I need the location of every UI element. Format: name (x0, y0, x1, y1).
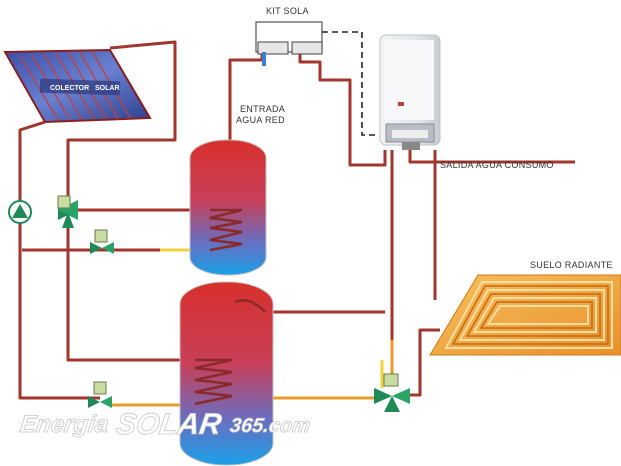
three-way-valve-left (57, 195, 78, 228)
panel-label-1: COLECTOR (50, 85, 89, 92)
watermark: Energia SOLAR 365.com (18, 408, 312, 442)
lower-tank (179, 281, 274, 466)
panel-label-2: SOLAR (95, 85, 120, 92)
three-way-valve-right (374, 373, 410, 412)
two-way-valve-lower (88, 381, 112, 408)
watermark-part3: 365.com (229, 415, 312, 437)
entrada-label-2: AGUA RED (236, 115, 285, 125)
entrada-label-1: ENTRADA (240, 104, 285, 114)
pump (8, 200, 32, 224)
watermark-part1: Energia (18, 411, 110, 438)
two-way-valve-upper (90, 229, 114, 254)
kit-solar-label: KIT SOLA (266, 6, 309, 16)
salida-label: SALIDA AGUA CONSUMO (440, 160, 554, 170)
kit-solar: KIT SOLA (255, 6, 378, 136)
radiant-floor: SUELO RADIANTE (429, 260, 621, 356)
solar-collector: COLECTOR SOLAR (3, 48, 152, 124)
hot-water-pipes (18, 40, 575, 400)
watermark-part2: SOLAR (114, 408, 224, 441)
boiler (379, 34, 441, 150)
upper-tank (189, 139, 267, 276)
suelo-radiante-label: SUELO RADIANTE (530, 260, 613, 270)
